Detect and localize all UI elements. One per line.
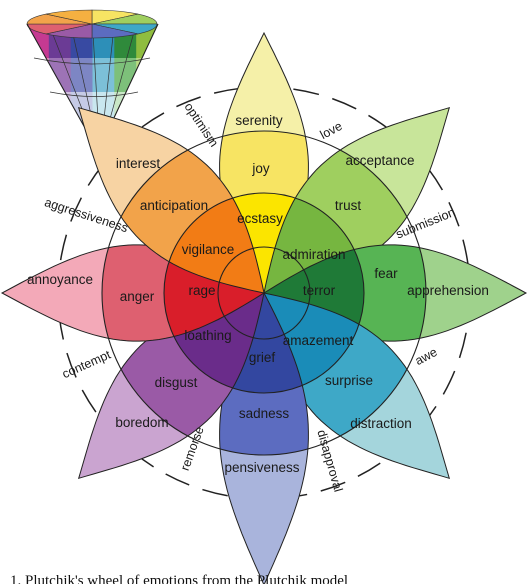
label-amazement: amazement xyxy=(283,333,354,348)
petal-surprise-inner-band xyxy=(264,293,364,393)
label-serenity: serenity xyxy=(235,113,283,128)
cone-cell xyxy=(27,92,50,130)
dyad-love: love xyxy=(318,119,345,142)
petal-anticipation-middle-band xyxy=(102,131,264,293)
label-annoyance: annoyance xyxy=(27,272,93,287)
petal-anticipation-inner-band xyxy=(164,193,264,293)
figure-caption: 1. Plutchik's wheel of emotions from the… xyxy=(10,573,349,584)
label-anticipation: anticipation xyxy=(140,198,208,213)
petal-labels: serenity joy ecstasy acceptance trust ad… xyxy=(27,113,489,475)
petal-trust-middle-band xyxy=(264,131,426,293)
label-boredom: boredom xyxy=(115,415,168,430)
label-vigilance: vigilance xyxy=(182,242,235,257)
label-surprise: surprise xyxy=(325,373,373,388)
cone-ring-line xyxy=(33,57,151,65)
cone-cell xyxy=(27,58,50,92)
label-sadness: sadness xyxy=(239,406,290,421)
outer-ring xyxy=(101,130,427,456)
label-ecstasy: ecstasy xyxy=(237,211,283,226)
petal-disgust-middle-band xyxy=(102,293,264,455)
label-loathing: loathing xyxy=(184,328,231,343)
label-trust: trust xyxy=(335,198,362,213)
label-interest: interest xyxy=(116,156,161,171)
dyad-disapproval: disapproval xyxy=(314,428,345,493)
label-acceptance: acceptance xyxy=(345,153,414,168)
petal-anticipation-outline xyxy=(77,106,265,294)
cone-cell xyxy=(92,58,115,92)
inner-ring xyxy=(217,246,311,340)
dyad-contempt: contempt xyxy=(60,347,113,381)
label-admiration: admiration xyxy=(282,247,345,262)
label-anger: anger xyxy=(120,289,155,304)
petal-trust-inner-band xyxy=(264,193,364,293)
middle-ring xyxy=(163,192,365,394)
label-joy: joy xyxy=(251,161,270,176)
label-terror: terror xyxy=(303,283,336,298)
cone-ring-line xyxy=(49,91,139,97)
dyad-optimism: optimism xyxy=(182,100,222,149)
label-rage: rage xyxy=(188,283,215,298)
label-distraction: distraction xyxy=(350,416,412,431)
label-disgust: disgust xyxy=(155,375,198,390)
cone-grid xyxy=(48,23,137,129)
label-fear: fear xyxy=(374,266,398,281)
petal-surprise-middle-band xyxy=(264,293,426,455)
label-apprehension: apprehension xyxy=(407,283,489,298)
petal-disgust-inner-band xyxy=(164,293,264,393)
label-pensiveness: pensiveness xyxy=(224,460,299,475)
cone-top-wedge xyxy=(45,9,93,25)
label-grief: grief xyxy=(249,350,276,365)
